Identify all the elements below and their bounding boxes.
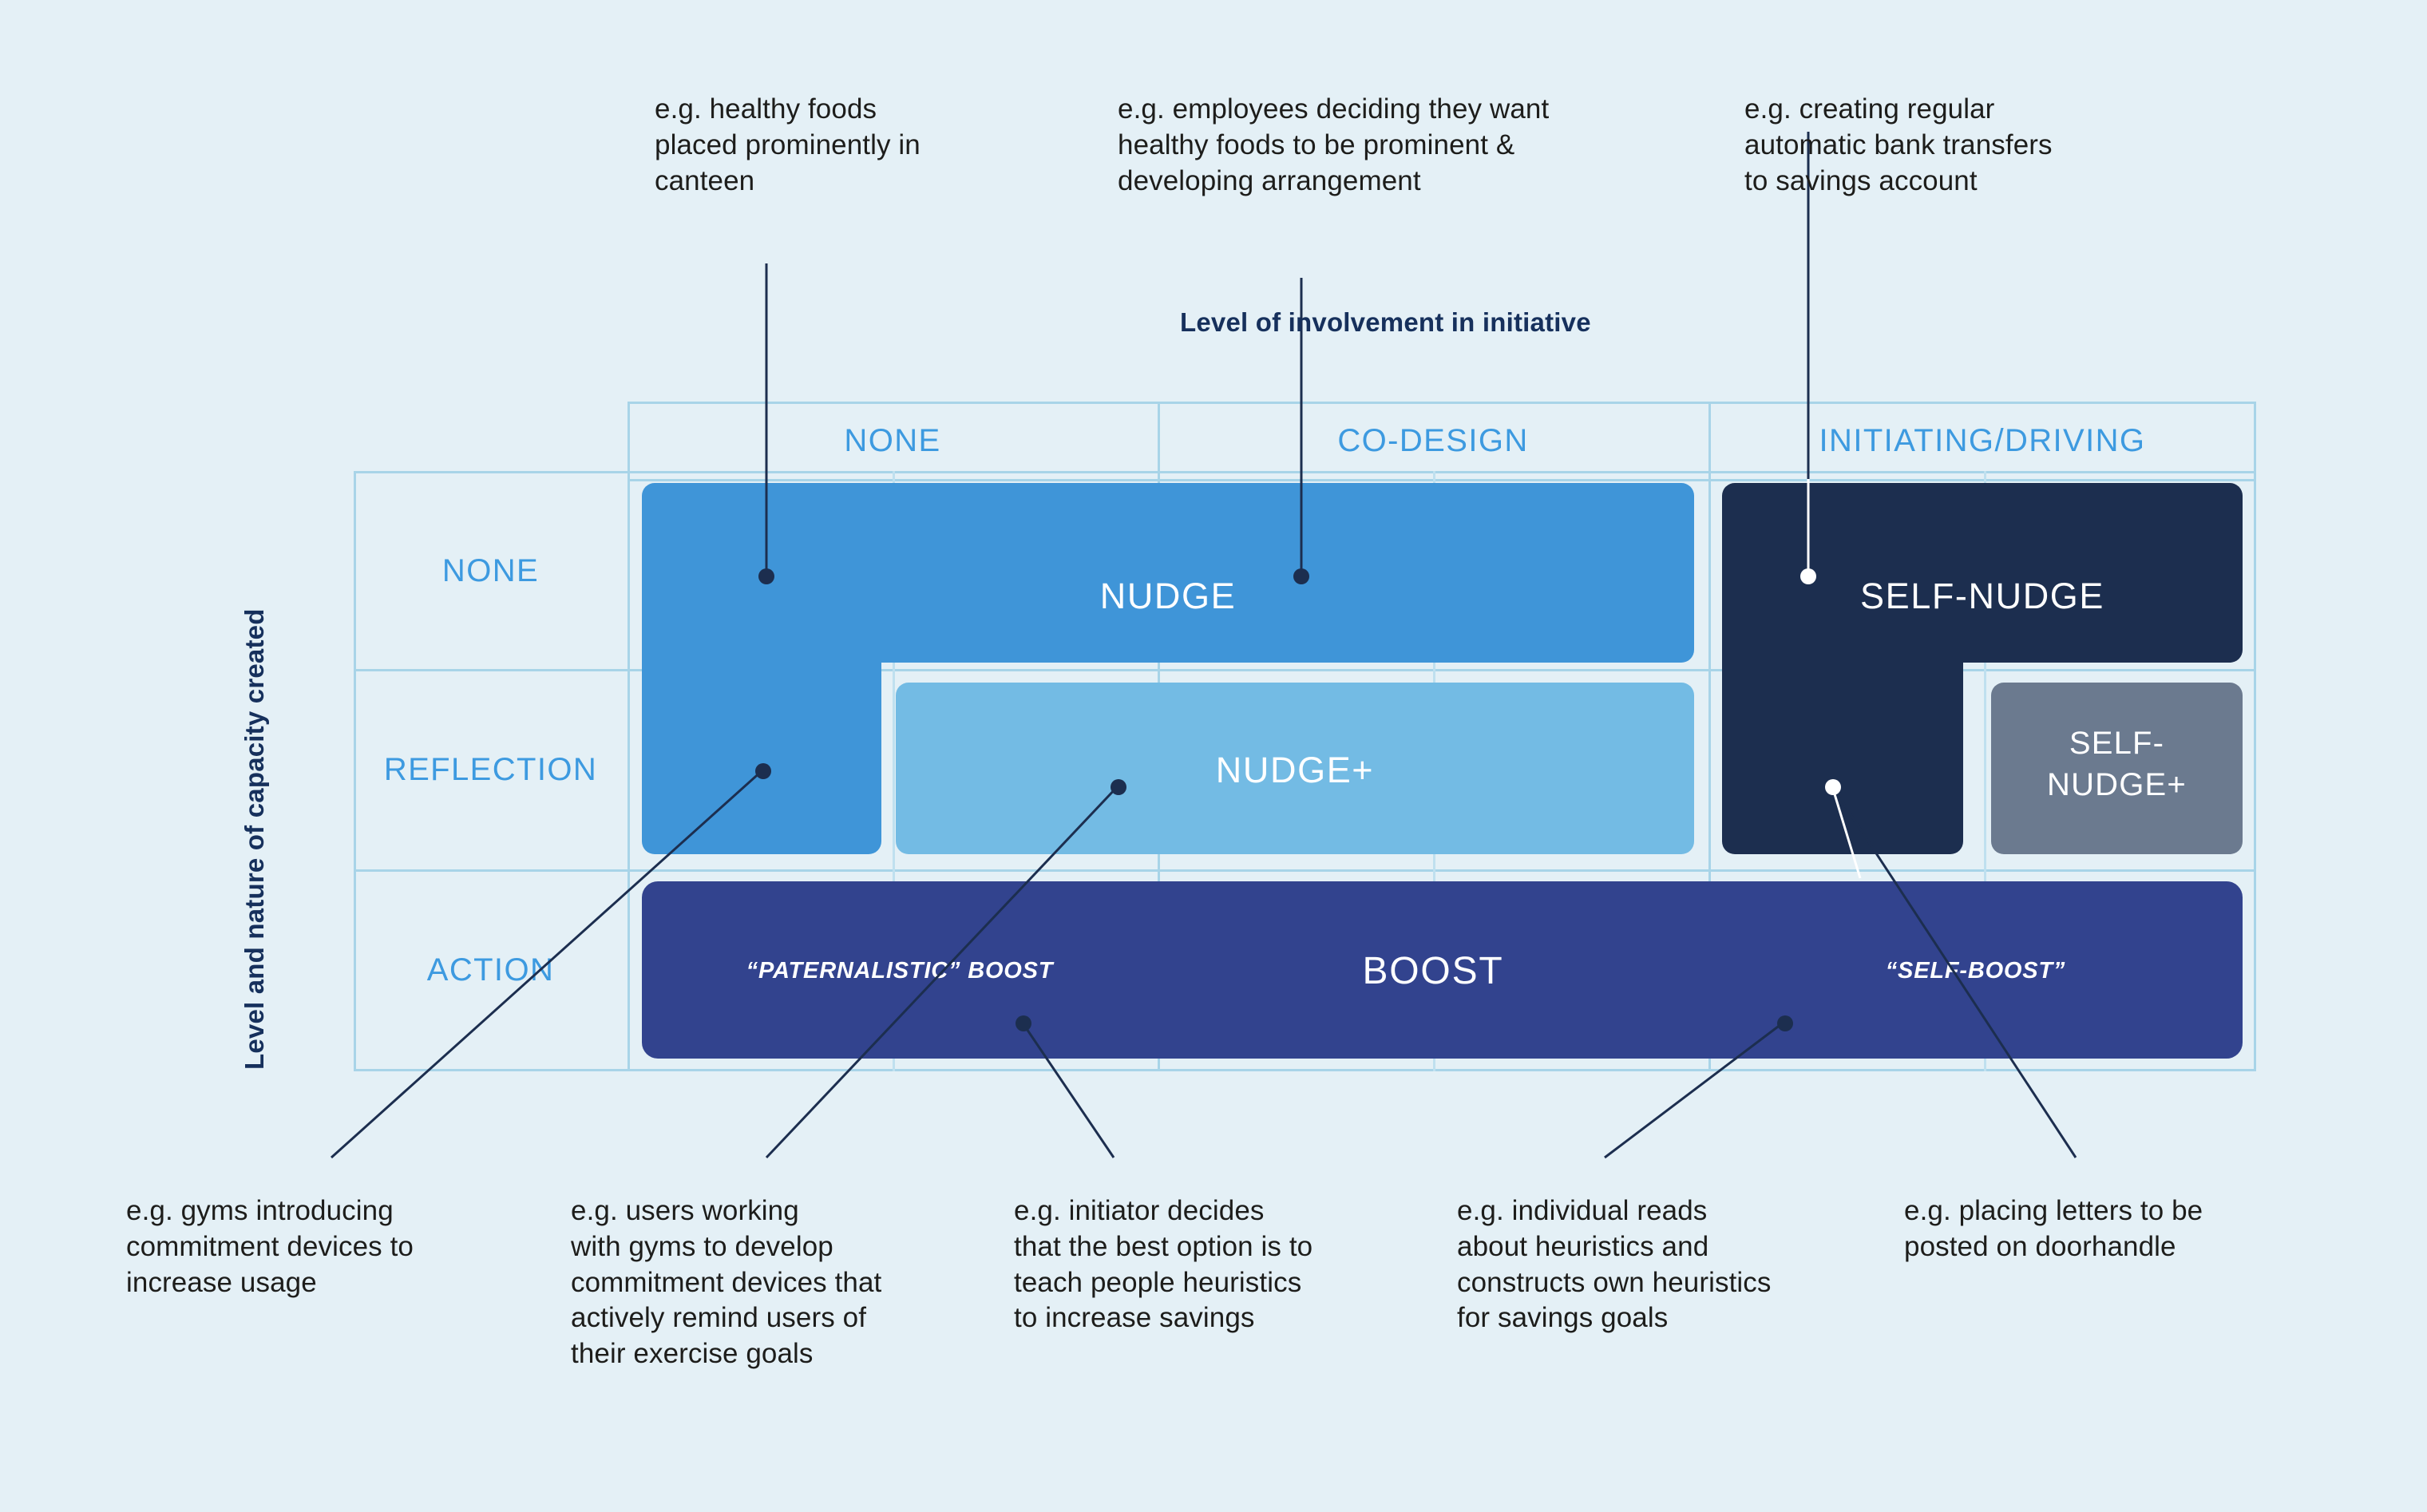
annotation-placing-letters: e.g. placing letters to be posted on doo… <box>1904 1195 2203 1262</box>
block-label-self-nudge-plus: SELF- NUDGE+ <box>2046 726 2187 802</box>
anchor-dot-bank-transfers <box>1800 568 1816 584</box>
subcol-divider-3 <box>1984 471 1986 1071</box>
anchor-dot-healthy-foods <box>758 568 774 584</box>
y-axis-title: Level and nature of capacity created <box>240 608 269 1070</box>
annotation-initiator-decides: e.g. initiator decides that the best opt… <box>1014 1195 1313 1334</box>
x-axis-title: Level of involvement in initiative <box>1180 307 1591 337</box>
anchor-dot-individual-reads <box>1777 1015 1793 1031</box>
annotation-users-working-gyms: e.g. users working with gyms to develop … <box>571 1195 882 1370</box>
anchor-dot-gyms-commitment <box>755 763 771 779</box>
column-header-initiating-driving: INITIATING/DRIVING <box>1819 423 2146 458</box>
annotation-gyms-commitment: e.g. gyms introducing commitment devices… <box>126 1195 414 1298</box>
subcol-divider-1 <box>893 471 895 1071</box>
anchor-dot-users-working-gyms <box>1111 779 1126 795</box>
annotation-bank-transfers: e.g. creating regular automatic bank tra… <box>1744 93 2053 196</box>
block-label-nudge-plus: NUDGE+ <box>1215 750 1375 790</box>
annotation-employees-deciding: e.g. employees deciding they want health… <box>1118 93 1550 196</box>
block-label-paternalistic-boost: “PATERNALISTIC” BOOST <box>746 958 1054 984</box>
row-divider-1 <box>354 669 2256 671</box>
block-label-self-boost: “SELF-BOOST” <box>1885 958 2066 984</box>
block-label-self-nudge: SELF-NUDGE <box>1859 576 2105 616</box>
block-nudge-row2-stub <box>642 591 881 854</box>
header-band-frame <box>628 402 2256 481</box>
anchor-dot-initiator-decides <box>1016 1015 1031 1031</box>
block-label-nudge: NUDGE <box>1099 576 1237 616</box>
row-header-action: ACTION <box>426 952 555 988</box>
col-divider-2 <box>1708 402 1711 1071</box>
column-header-none: NONE <box>844 423 941 458</box>
row-header-none: NONE <box>441 553 540 588</box>
anchor-dot-placing-letters <box>1825 779 1841 795</box>
annotation-healthy-foods: e.g. healthy foods placed prominently in… <box>655 93 921 196</box>
block-self-nudge-row2-stub <box>1722 591 1963 854</box>
col-divider-label <box>628 471 630 1071</box>
row-header-reflection: REFLECTION <box>383 752 598 787</box>
block-label-boost: BOOST <box>1362 950 1504 992</box>
column-header-co-design: CO-DESIGN <box>1337 423 1529 458</box>
anchor-dot-employees-deciding <box>1293 568 1309 584</box>
row-divider-2 <box>354 869 2256 872</box>
annotation-individual-reads: e.g. individual reads about heuristics a… <box>1457 1195 1772 1334</box>
